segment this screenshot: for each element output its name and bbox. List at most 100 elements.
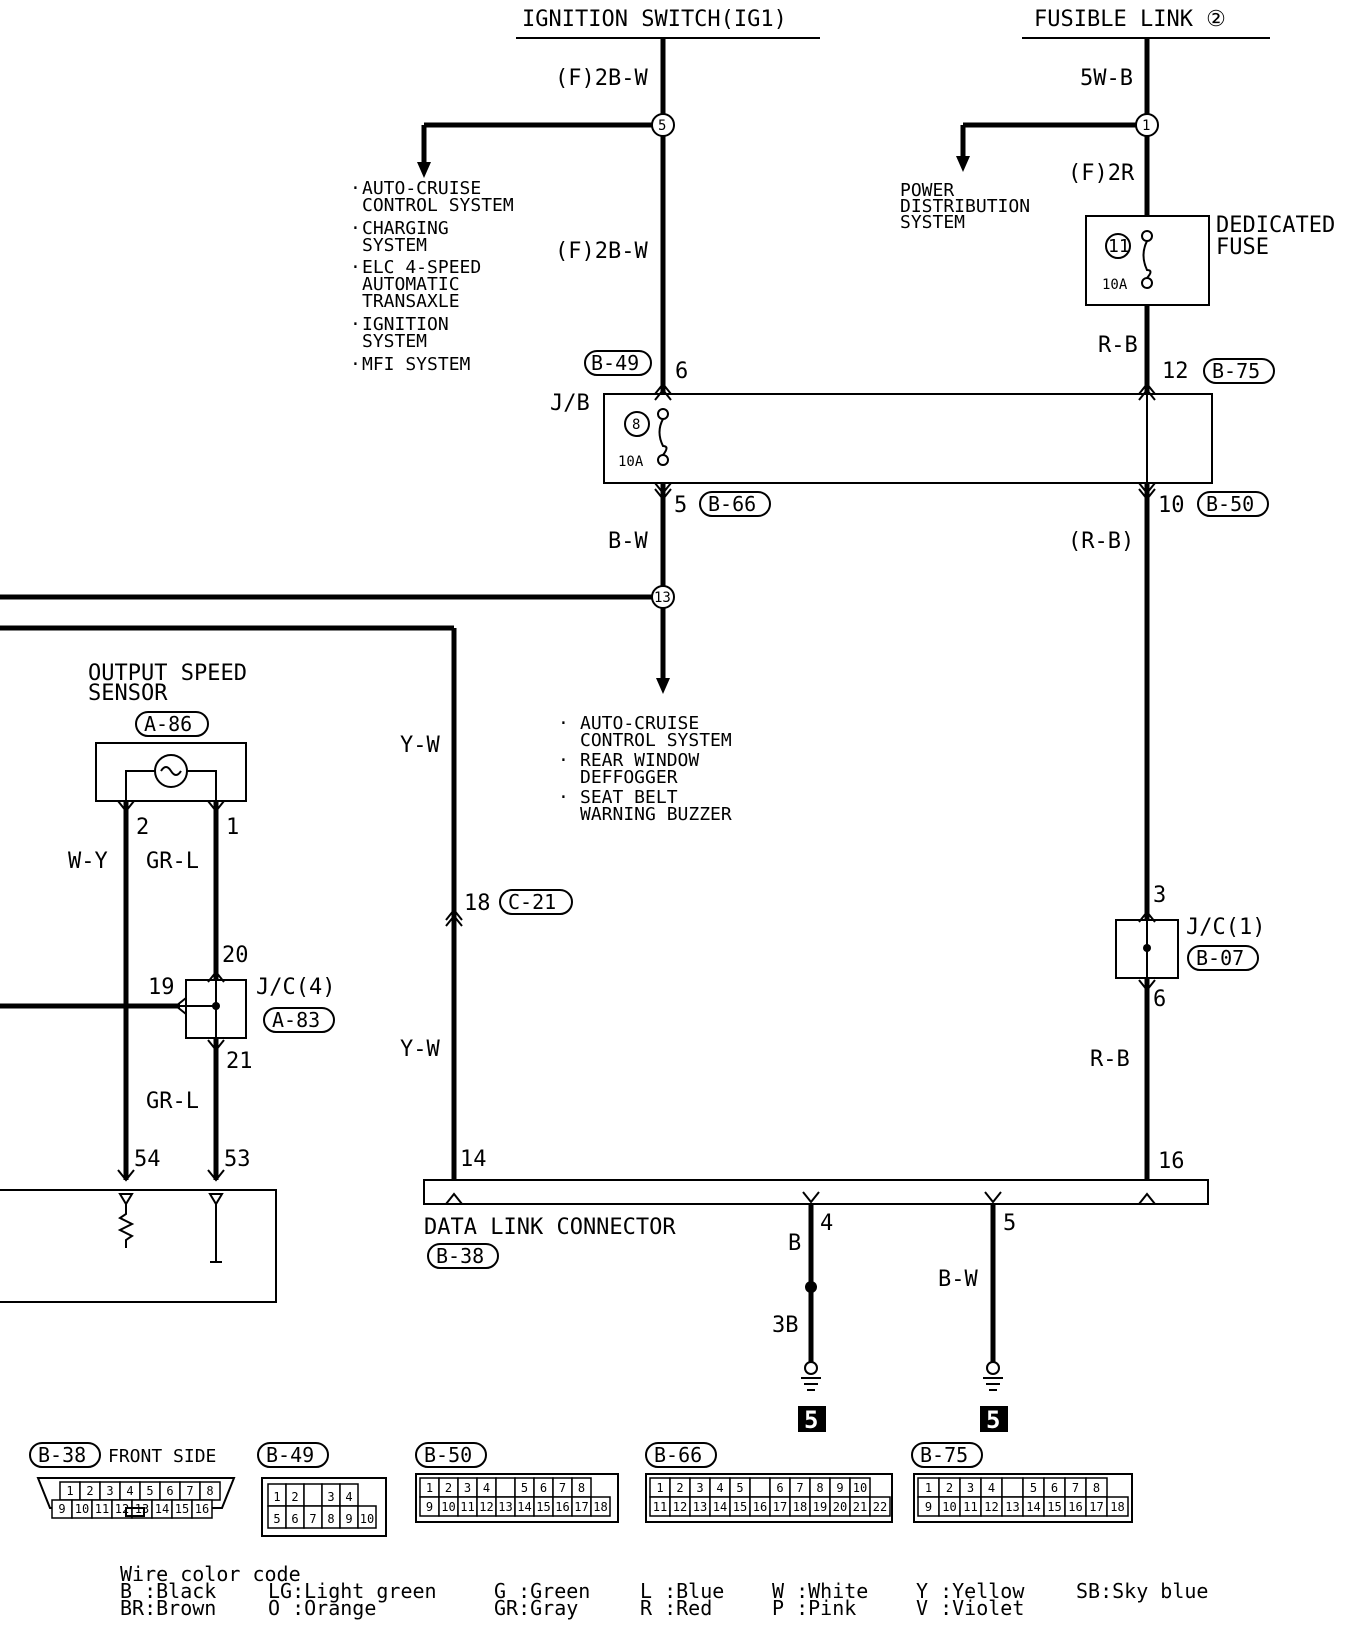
connector-ref-b75-text: B-75	[920, 1443, 968, 1467]
fuse-terminal	[1141, 230, 1153, 242]
svg-text:·: ·	[350, 178, 361, 199]
arrow-head-jb	[656, 678, 670, 694]
oss-label-2: SENSOR	[88, 681, 168, 706]
ground-icon	[983, 1361, 1003, 1391]
connector-pin-label: 1	[66, 1484, 73, 1498]
connector-pin-label: 6	[1051, 1481, 1058, 1495]
connector-pin	[191, 1499, 213, 1519]
connector-pin-label: 6	[291, 1512, 298, 1526]
fuse-terminal	[657, 408, 669, 420]
jc4-label: J/C(4)	[256, 975, 335, 1000]
connector-pin-label: 10	[360, 1512, 374, 1526]
wire-label-ign-mid: (F)2B-W	[555, 239, 648, 264]
connector-pin-label: 1	[273, 1490, 280, 1504]
connector-pin-label: 6	[166, 1484, 173, 1498]
svg-text:·: ·	[350, 257, 361, 278]
list-item: ELC 4-SPEED	[362, 257, 481, 278]
ground-point-no: 5	[986, 1406, 1000, 1434]
connector-pin-label: 19	[813, 1500, 827, 1514]
svg-text:·: ·	[350, 218, 361, 239]
connector-ref-b66-text: B-66	[708, 492, 756, 516]
wire-label-yw-bottom: Y-W	[400, 1037, 440, 1062]
legend-entry: V :Violet	[916, 1596, 1025, 1620]
connector-pin-label: 9	[345, 1512, 352, 1526]
connector-ref-b50	[415, 1442, 487, 1468]
pin-label: 5	[674, 493, 687, 518]
pin-label: 6	[675, 359, 688, 384]
connector-pin-label: 16	[195, 1502, 209, 1516]
connector-ref-a86	[135, 711, 209, 737]
connector-ref-b49-text: B-49	[266, 1443, 314, 1467]
wire-label-yw-top: Y-W	[400, 733, 440, 758]
list-item: CONTROL SYSTEM	[580, 730, 732, 751]
pin-label: 6	[1153, 987, 1166, 1012]
connector-pin-label: 7	[559, 1481, 566, 1495]
connector-ref-b50	[1197, 491, 1269, 517]
connector-pin-label: 11	[653, 1500, 667, 1514]
fuse-element	[658, 418, 668, 456]
fuse-element	[1142, 240, 1152, 279]
legend-entry: LG:Light green	[268, 1579, 437, 1603]
pin-label: 19	[148, 975, 175, 1000]
connector-pin-label: 6	[540, 1481, 547, 1495]
connector-pin-label: 16	[1068, 1500, 1082, 1514]
list-item: WARNING BUZZER	[580, 804, 732, 825]
legend-entry: GR:Gray	[494, 1596, 579, 1620]
connector-pin-label: 8	[578, 1481, 585, 1495]
connector-pin-label: 4	[716, 1481, 723, 1495]
connector-pin-label: 9	[836, 1481, 843, 1495]
legend-entry: L :Blue	[640, 1579, 725, 1603]
list-item: DISTRIBUTION	[900, 196, 1030, 217]
front-side-label: FRONT SIDE	[108, 1446, 216, 1467]
connector-mark	[1138, 1192, 1156, 1205]
connector-pin-label: 2	[445, 1481, 452, 1495]
connector-pin	[869, 1496, 891, 1517]
connector-pin-label: 15	[733, 1500, 747, 1514]
fuse-no-circle	[624, 411, 650, 437]
svg-text:·: ·	[350, 354, 361, 375]
connector-pin-label: 20	[833, 1500, 847, 1514]
pin-label: 18	[464, 891, 491, 916]
connector-mark	[1138, 910, 1156, 923]
connector-pin-label: 1	[426, 1481, 433, 1495]
list-item: CONTROL SYSTEM	[362, 195, 514, 216]
connector-pin-label: 15	[1047, 1500, 1061, 1514]
connector-pin-label: 2	[946, 1481, 953, 1495]
splice-13-no: 13	[654, 590, 671, 606]
connector-ref-b49	[257, 1442, 329, 1468]
connector-pin-label: 10	[942, 1500, 956, 1514]
fuse-no-circle	[1105, 233, 1131, 259]
connector-mark	[1138, 382, 1156, 401]
connector-ref-b07-text: B-07	[1196, 946, 1244, 970]
connector-pin-label: 8	[816, 1481, 823, 1495]
connector-pin-label: 17	[574, 1500, 588, 1514]
connector-pin-label: 2	[676, 1481, 683, 1495]
ground-point-badge	[798, 1406, 826, 1432]
connector-ref-b38	[29, 1442, 101, 1468]
pin-label: 54	[134, 1147, 161, 1172]
connector-pin-label: 21	[853, 1500, 867, 1514]
wire-label-fl-top: 5W-B	[1080, 66, 1133, 91]
splice-13	[651, 585, 675, 609]
connector-ref-a83-text: A-83	[272, 1008, 320, 1032]
pin-label: 16	[1158, 1149, 1185, 1174]
connector-ref-b50-text: B-50	[1206, 492, 1254, 516]
svg-text:·: ·	[558, 713, 569, 734]
list-item: IGNITION	[362, 314, 449, 335]
oss-label-1: OUTPUT SPEED	[88, 661, 247, 686]
connector-pin-label: 3	[327, 1490, 334, 1504]
splice-dot	[805, 1281, 817, 1293]
wire-label-wy: W-Y	[68, 849, 108, 874]
connector-pin-label: 3	[696, 1481, 703, 1495]
fusible-link-label: FUSIBLE LINK ②	[1034, 7, 1226, 32]
connector-pin-label: 8	[206, 1484, 213, 1498]
list-item: SEAT BELT	[580, 787, 678, 808]
ground-symbol	[208, 1193, 224, 1263]
connector-pin-label: 18	[793, 1500, 807, 1514]
pin-label: 10	[1158, 493, 1185, 518]
connector-pin-label: 11	[95, 1502, 109, 1516]
list-item: REAR WINDOW	[580, 750, 699, 771]
